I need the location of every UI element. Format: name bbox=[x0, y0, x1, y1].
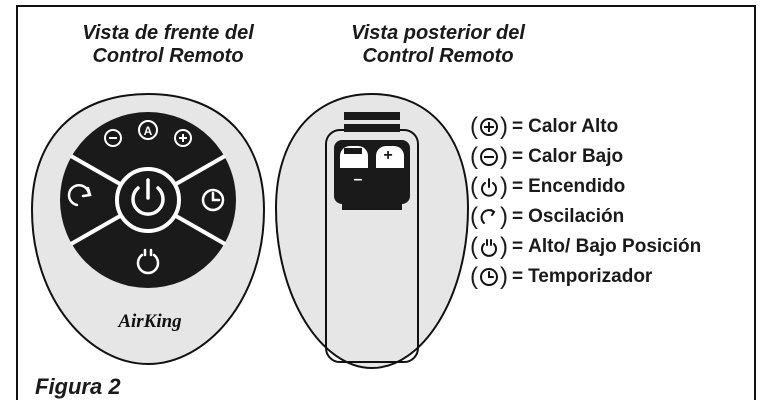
legend-label: Oscilación bbox=[528, 206, 625, 227]
button-legend: ( ) = Calor Alto ( ) = Calor Bajo ( ) = … bbox=[470, 112, 701, 292]
legend-row-tilt: ( ) = Alto/ Bajo Posición bbox=[470, 233, 702, 260]
minus-button[interactable] bbox=[104, 129, 122, 147]
battery-cells: – + bbox=[334, 140, 410, 204]
plus-circle-icon bbox=[480, 118, 498, 136]
battery-door-latch bbox=[344, 112, 400, 132]
legend-row-oscillation: ( ) = Oscilación bbox=[470, 203, 625, 230]
legend-label: Calor Alto bbox=[528, 116, 619, 137]
oscillation-button[interactable] bbox=[67, 183, 92, 207]
auto-button[interactable]: A bbox=[138, 120, 158, 140]
oscillation-icon bbox=[480, 209, 496, 224]
tilt-button[interactable] bbox=[136, 248, 160, 275]
figure-label: Figura 2 bbox=[35, 374, 121, 399]
brand-logo: AirKing bbox=[117, 311, 181, 332]
front-view-caption: Vista de frente del Control Remoto bbox=[82, 22, 254, 67]
legend-row-power: ( ) = Encendido bbox=[470, 173, 626, 200]
legend-label: Encendido bbox=[528, 176, 626, 197]
timer-button[interactable] bbox=[201, 188, 225, 212]
figure-frame bbox=[16, 5, 756, 400]
tilt-icon bbox=[481, 239, 497, 257]
svg-text:+: + bbox=[383, 147, 392, 164]
power-button[interactable] bbox=[131, 178, 165, 216]
svg-text:A: A bbox=[144, 124, 153, 138]
svg-text:–: – bbox=[354, 171, 363, 188]
timer-icon bbox=[480, 268, 498, 286]
remote-front-view: A AirKing bbox=[30, 92, 266, 366]
legend-row-timer: ( ) = Temporizador bbox=[470, 263, 653, 290]
legend-label: Alto/ Bajo Posición bbox=[528, 236, 702, 257]
remote-back-body bbox=[274, 92, 470, 370]
plus-button[interactable] bbox=[174, 129, 192, 147]
power-icon bbox=[481, 178, 497, 197]
back-view-caption: Vista posterior del Control Remoto bbox=[351, 22, 525, 67]
legend-row-low-heat: ( ) = Calor Bajo bbox=[470, 143, 624, 170]
legend-label: Calor Bajo bbox=[528, 146, 624, 167]
remote-back-view: – + bbox=[274, 92, 470, 370]
legend-row-high-heat: ( ) = Calor Alto bbox=[470, 113, 619, 140]
legend-label: Temporizador bbox=[528, 266, 653, 287]
minus-circle-icon bbox=[480, 148, 498, 166]
